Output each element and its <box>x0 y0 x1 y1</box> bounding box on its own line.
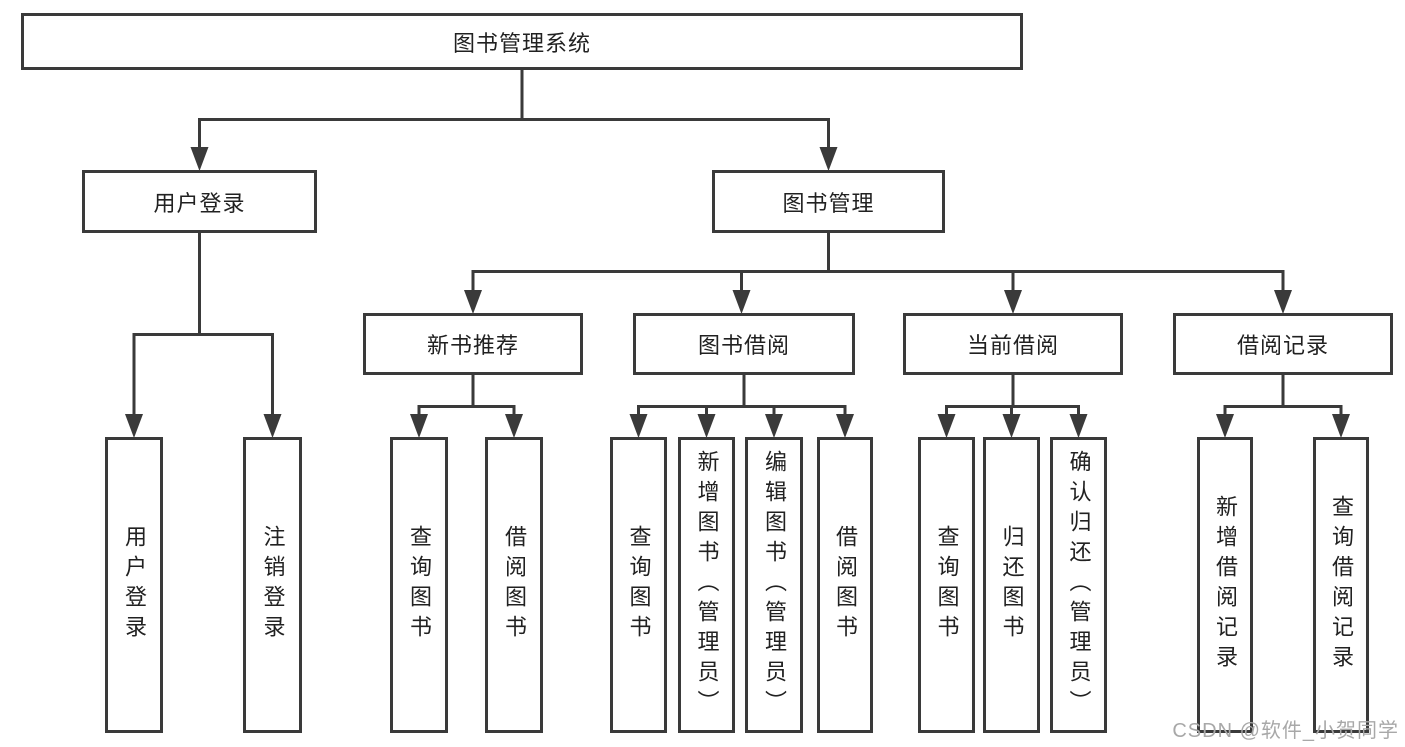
leaf-edit-books-admin: 编辑图书（管理员） <box>745 437 803 733</box>
leaf-add-borrow-record: 新增借阅记录 <box>1197 437 1253 733</box>
node-label: 借阅记录 <box>1236 333 1329 358</box>
leaf-borrow-books-borrow: 借阅图书 <box>817 437 873 733</box>
csdn-watermark: CSDN @软件_小贺同学 <box>1172 720 1399 742</box>
leaf-query-books-recommend: 查询图书 <box>390 437 448 733</box>
leaf-user-login: 用户登录 <box>105 437 163 733</box>
node-label: 用户登录 <box>153 190 246 216</box>
leaf-label: 归还图书 <box>999 525 1025 645</box>
leaf-confirm-return-admin: 确认归还（管理员） <box>1050 437 1107 733</box>
leaf-query-borrow-record: 查询借阅记录 <box>1313 437 1369 733</box>
leaf-label: 用户登录 <box>122 525 147 645</box>
node-label: 图书管理 <box>782 190 875 216</box>
leaf-borrow-books-recommend: 借阅图书 <box>485 437 543 733</box>
node-label: 新书推荐 <box>426 333 519 358</box>
leaf-label: 查询图书 <box>407 525 432 645</box>
node-label: 图书管理系统 <box>452 30 591 56</box>
leaf-label: 借阅图书 <box>833 525 858 645</box>
node-label: 图书借阅 <box>697 333 790 358</box>
leaf-label: 编辑图书（管理员） <box>762 450 787 720</box>
leaf-label: 新增借阅记录 <box>1213 495 1238 675</box>
node-borrowing-records: 借阅记录 <box>1173 313 1393 375</box>
leaf-add-books-admin: 新增图书（管理员） <box>678 437 735 733</box>
node-current-borrowing: 当前借阅 <box>903 313 1123 375</box>
node-library-management-system: 图书管理系统 <box>21 13 1023 70</box>
leaf-label: 注销登录 <box>260 525 286 645</box>
leaf-label: 借阅图书 <box>502 525 527 645</box>
leaf-return-books: 归还图书 <box>983 437 1040 733</box>
node-book-borrowing: 图书借阅 <box>633 313 855 375</box>
leaf-label: 查询借阅记录 <box>1329 495 1354 675</box>
leaf-label: 新增图书（管理员） <box>694 450 720 720</box>
leaf-label: 确认归还（管理员） <box>1066 450 1092 720</box>
node-new-book-recommendation: 新书推荐 <box>363 313 583 375</box>
leaf-query-books-current: 查询图书 <box>918 437 975 733</box>
node-user-login: 用户登录 <box>82 170 317 233</box>
leaf-query-books-borrow: 查询图书 <box>610 437 667 733</box>
node-book-management: 图书管理 <box>712 170 945 233</box>
leaf-label: 查询图书 <box>934 525 960 645</box>
leaf-label: 查询图书 <box>626 525 652 645</box>
leaf-logout-login: 注销登录 <box>243 437 302 733</box>
node-label: 当前借阅 <box>966 333 1059 358</box>
